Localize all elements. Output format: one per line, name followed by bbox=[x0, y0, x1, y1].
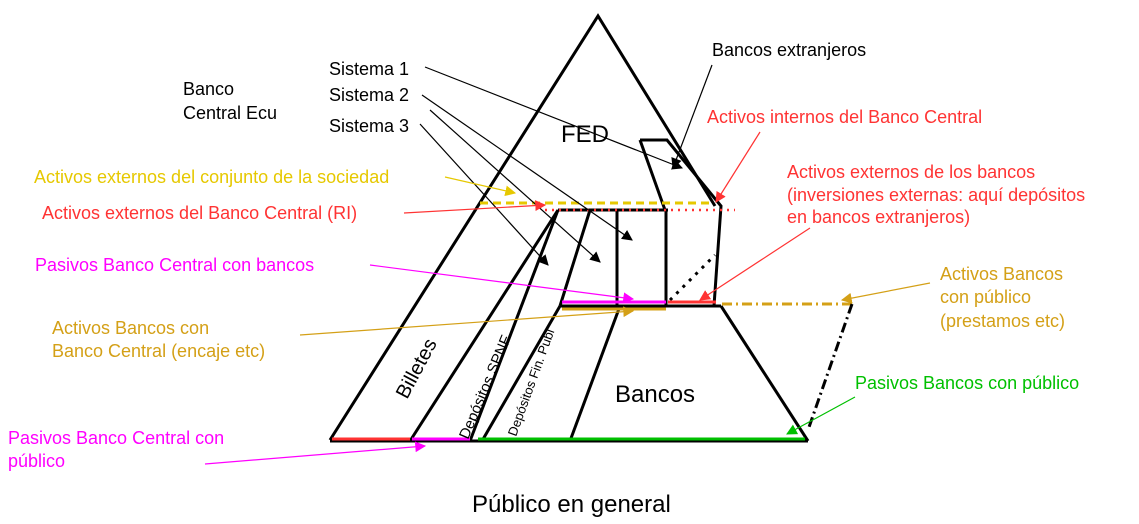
fed-left-slant bbox=[638, 139, 667, 211]
depositos-spnf-label: Depósitos SPNF bbox=[456, 333, 515, 442]
sistema1-arrow bbox=[424, 66, 684, 170]
pasivos-bc-bancos-arrow bbox=[369, 264, 635, 304]
activos-bancos-publico-label-3: (prestamos etc) bbox=[940, 311, 1065, 331]
pyramid-right-lower-edge bbox=[719, 305, 810, 442]
banco-central-label-1: Banco bbox=[183, 79, 234, 99]
magenta-labels: Pasivos Banco Central con bancos Pasivos… bbox=[8, 255, 314, 471]
activos-bancos-bc-arrow bbox=[299, 306, 635, 336]
bancos-extranjeros-label: Bancos extranjeros bbox=[712, 40, 866, 60]
activos-bancos-publico-arrow bbox=[840, 282, 931, 304]
black-labels: Banco Central Ecu Sistema 1 Sistema 2 Si… bbox=[183, 40, 866, 518]
activos-externos-bancos-label-2: (inversiones externas: aquí depósitos bbox=[787, 185, 1085, 205]
pasivos-bancos-publico-arrow bbox=[786, 396, 856, 435]
activos-externos-bancos-label-1: Activos externos de los bancos bbox=[787, 162, 1035, 182]
pasivos-bancos-publico-label: Pasivos Bancos con público bbox=[855, 373, 1079, 393]
pasivos-bc-publico-label-1: Pasivos Banco Central con bbox=[8, 428, 224, 448]
bancos-left bbox=[568, 305, 622, 442]
highlight-segments bbox=[332, 300, 805, 441]
dotted-lines bbox=[480, 201, 855, 431]
activos-sociedad-arrow bbox=[444, 176, 517, 197]
pasivos-bc-bancos-label: Pasivos Banco Central con bancos bbox=[35, 255, 314, 275]
activos-bancos-bc-label-1: Activos Bancos con bbox=[52, 318, 209, 338]
activos-externos-bc-label: Activos externos del Banco Central (RI) bbox=[42, 203, 357, 223]
activos-bancos-publico-label-1: Activos Bancos bbox=[940, 264, 1063, 284]
sistema2-label: Sistema 2 bbox=[329, 85, 409, 105]
banco-central-label-2: Central Ecu bbox=[183, 103, 277, 123]
pyramid-left-edge bbox=[328, 13, 717, 441]
activos-bancos-ext-arrow bbox=[699, 227, 811, 301]
activos-internos-label: Activos internos del Banco Central bbox=[707, 107, 982, 127]
sistema3-label: Sistema 3 bbox=[329, 116, 409, 136]
billetes-label: Billetes bbox=[392, 335, 442, 402]
activos-sociedad-label: Activos externos del conjunto de la soci… bbox=[34, 167, 389, 187]
activos-bancos-publico-label-2: con público bbox=[940, 287, 1031, 307]
arrows bbox=[204, 64, 931, 465]
pasivos-bc-publico-arrow bbox=[204, 441, 427, 465]
activos-ri-arrow bbox=[403, 200, 547, 214]
sistema2-arrow bbox=[421, 94, 633, 241]
pyramid-structure bbox=[328, 13, 810, 443]
sistema3-arrow bbox=[419, 123, 549, 266]
activos-externos-bancos-label-3: en bancos extranjeros) bbox=[787, 207, 970, 227]
bancos-label: Bancos bbox=[615, 381, 695, 408]
depositos-spnf-left bbox=[468, 209, 560, 442]
fed-inner-box bbox=[640, 138, 723, 308]
gold-labels: Activos externos del conjunto de la soci… bbox=[34, 167, 1065, 361]
depositos-fin-left bbox=[480, 305, 562, 442]
bancos-extranjeros-arrow bbox=[671, 64, 713, 170]
black-dotted-diag bbox=[668, 253, 717, 302]
publico-general-label: Público en general bbox=[472, 491, 671, 518]
green-labels: Pasivos Bancos con público bbox=[855, 373, 1079, 393]
sistema1-label: Sistema 1 bbox=[329, 59, 409, 79]
fed-label: FED bbox=[561, 121, 609, 148]
activos-bancos-bc-label-2: Banco Central (encaje etc) bbox=[52, 341, 265, 361]
red-labels: Activos internos del Banco Central Activ… bbox=[42, 107, 1085, 227]
pasivos-bc-publico-label-2: público bbox=[8, 451, 65, 471]
black-dashdot-diag bbox=[806, 303, 854, 431]
activos-internos-arrow bbox=[715, 131, 761, 203]
